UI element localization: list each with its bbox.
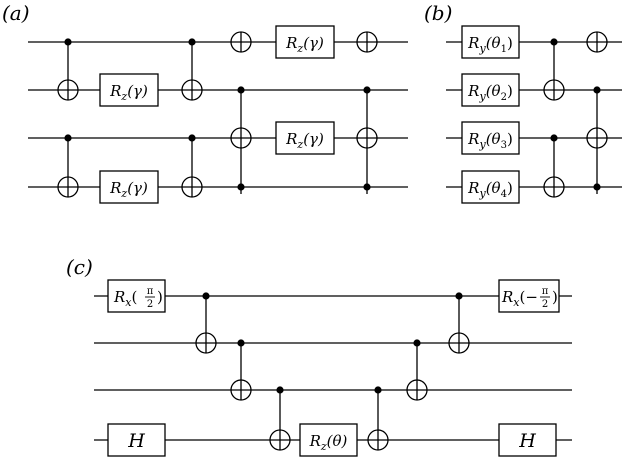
- control-dot: [593, 86, 601, 94]
- target-oplus: [367, 429, 389, 451]
- svg-text:2: 2: [147, 299, 153, 310]
- control-dot: [237, 339, 245, 347]
- target-oplus: [543, 79, 565, 101]
- panel-a: (a) Rz(γ) Rz(γ): [2, 1, 408, 204]
- target-oplus: [586, 127, 608, 149]
- svg-text:π: π: [147, 286, 154, 297]
- hadamard-gate: H: [498, 423, 557, 457]
- target-oplus: [356, 127, 378, 149]
- control-dot: [363, 183, 371, 191]
- svg-text:Rz(γ): Rz(γ): [109, 179, 148, 200]
- hadamard-gate: H: [107, 423, 166, 457]
- cnot-gate: [543, 134, 565, 198]
- cnot-gate: [230, 86, 252, 194]
- rz-gate: Rz(γ): [99, 170, 159, 204]
- cnot-gate: [586, 86, 608, 194]
- svg-text:2: 2: [542, 299, 548, 310]
- cnot-gate: [57, 134, 79, 198]
- control-dot: [550, 134, 558, 142]
- svg-text:Rz(γ): Rz(γ): [285, 130, 324, 151]
- svg-text:Ry(θ1): Ry(θ1): [467, 34, 513, 55]
- cnot-gate: [448, 292, 470, 354]
- svg-text:Rz(γ): Rz(γ): [109, 82, 148, 103]
- rz-gate: Rz(θ): [299, 423, 358, 457]
- ry-gate: Ry(θ2): [461, 73, 520, 107]
- target-oplus: [406, 379, 428, 401]
- cnot-gate: [195, 292, 217, 354]
- target-oplus: [57, 79, 79, 101]
- panel-c: (c) Rx( π 2 ) H: [66, 255, 572, 457]
- control-dot: [455, 292, 463, 300]
- svg-text:H: H: [127, 430, 145, 452]
- control-dot: [188, 134, 196, 142]
- x-gate-oplus: [230, 31, 252, 53]
- cnot-gate: [57, 38, 79, 101]
- target-oplus: [57, 176, 79, 198]
- cnot-gate: [181, 38, 203, 101]
- svg-text:Ry(θ2): Ry(θ2): [467, 82, 513, 103]
- control-dot: [64, 38, 72, 46]
- panel-b: (b) Ry(θ1) Ry(θ2) Ry(θ3) Ry(θ4): [424, 1, 622, 204]
- svg-text:Ry(θ4): Ry(θ4): [467, 179, 513, 200]
- cnot-gate: [269, 386, 291, 451]
- target-oplus: [181, 176, 203, 198]
- ry-gate: Ry(θ1): [461, 25, 520, 59]
- rx-gate: Rx(− π 2 ): [498, 279, 560, 313]
- control-dot: [188, 38, 196, 46]
- rz-gate: Rz(γ): [99, 73, 159, 107]
- rz-gate: Rz(γ): [275, 121, 335, 155]
- target-oplus: [230, 379, 252, 401]
- svg-text:Rz(θ): Rz(θ): [309, 432, 348, 453]
- ry-gate: Ry(θ3): [461, 121, 520, 155]
- svg-text:Rx(: Rx(: [113, 288, 137, 309]
- svg-text:): ): [157, 288, 163, 306]
- target-oplus: [543, 176, 565, 198]
- control-dot: [550, 38, 558, 46]
- svg-text:Ry(θ3): Ry(θ3): [467, 130, 513, 151]
- target-oplus: [230, 127, 252, 149]
- svg-text:Rz(γ): Rz(γ): [285, 34, 324, 55]
- cnot-gate: [543, 38, 565, 101]
- ry-gate: Ry(θ4): [461, 170, 520, 204]
- control-dot: [363, 86, 371, 94]
- x-gate-oplus: [586, 31, 608, 53]
- panel-a-label: (a): [2, 1, 30, 25]
- svg-text:Rx(−: Rx(−: [501, 288, 538, 309]
- control-dot: [276, 386, 284, 394]
- cnot-gate: [367, 386, 389, 451]
- svg-text:H: H: [518, 430, 536, 452]
- control-dot: [237, 183, 245, 191]
- svg-text:π: π: [542, 286, 549, 297]
- control-dot: [413, 339, 421, 347]
- control-dot: [64, 134, 72, 142]
- target-oplus: [269, 429, 291, 451]
- cnot-gate: [230, 339, 252, 401]
- control-dot: [202, 292, 210, 300]
- x-gate-oplus: [356, 31, 378, 53]
- panel-c-label: (c): [66, 255, 93, 279]
- control-dot: [593, 183, 601, 191]
- control-dot: [374, 386, 382, 394]
- target-oplus: [181, 79, 203, 101]
- rx-gate: Rx( π 2 ): [107, 279, 166, 313]
- rz-gate: Rz(γ): [275, 25, 335, 59]
- cnot-gate: [356, 86, 378, 194]
- panel-b-label: (b): [424, 1, 452, 25]
- target-oplus: [448, 332, 470, 354]
- control-dot: [237, 86, 245, 94]
- svg-text:): ): [552, 288, 558, 306]
- cnot-gate: [181, 134, 203, 198]
- cnot-gate: [406, 339, 428, 401]
- target-oplus: [195, 332, 217, 354]
